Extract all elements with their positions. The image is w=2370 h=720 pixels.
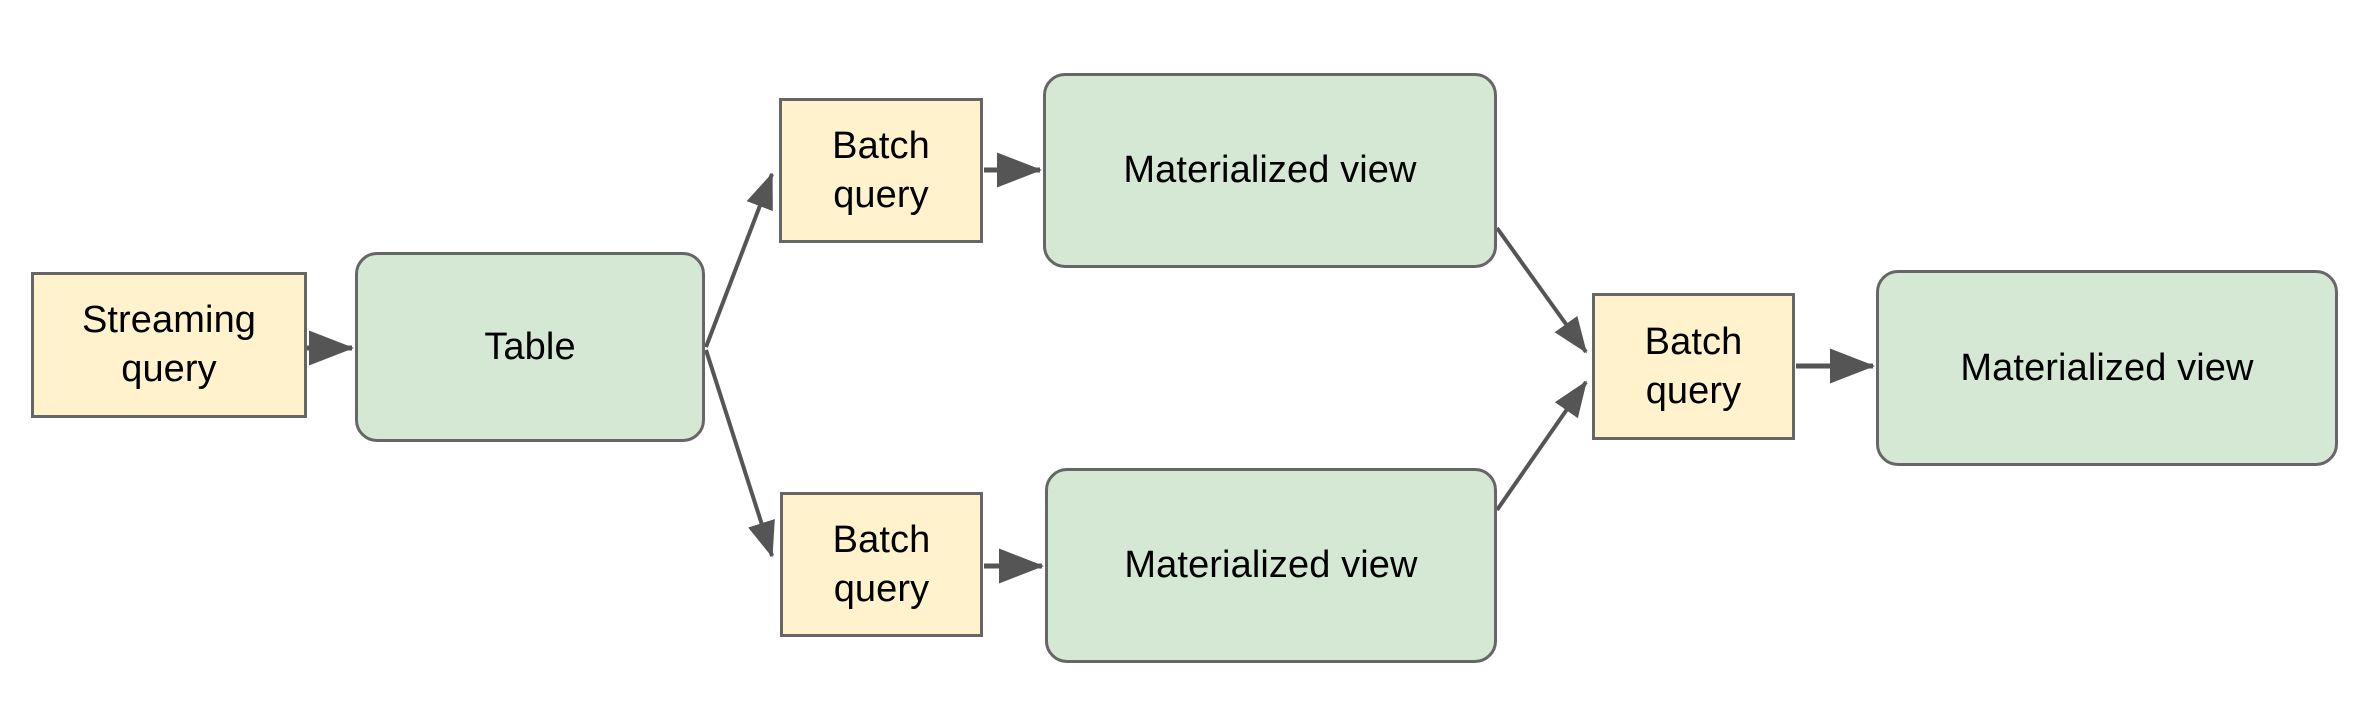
- node-materialized-view-top[interactable]: Materialized view: [1043, 73, 1497, 268]
- node-table[interactable]: Table: [355, 252, 705, 442]
- node-materialized-view-final-label: Materialized view: [1960, 346, 2254, 389]
- node-batch-query-top-label: Batch query: [832, 124, 930, 216]
- node-materialized-view-final[interactable]: Materialized view: [1876, 270, 2338, 466]
- node-batch-query-join[interactable]: Batch query: [1592, 293, 1795, 440]
- node-materialized-view-bottom-label: Materialized view: [1124, 544, 1418, 587]
- node-streaming-query[interactable]: Streaming query: [31, 272, 307, 418]
- edge-materialized-view-bottom-to-batch-query-join: [1495, 380, 1588, 512]
- node-batch-query-bottom-label: Batch query: [832, 518, 931, 610]
- node-materialized-view-bottom[interactable]: Materialized view: [1045, 468, 1497, 663]
- node-batch-query-join-label: Batch query: [1644, 320, 1743, 412]
- node-materialized-view-top-label: Materialized view: [1123, 149, 1417, 192]
- node-batch-query-bottom[interactable]: Batch query: [780, 492, 983, 637]
- node-streaming-query-label: Streaming query: [81, 299, 257, 390]
- node-table-label: Table: [484, 325, 576, 368]
- edge-table-to-batch-query-top: [704, 172, 774, 348]
- node-batch-query-top[interactable]: Batch query: [779, 98, 983, 243]
- edge-materialized-view-top-to-batch-query-join: [1495, 226, 1588, 354]
- edge-table-to-batch-query-bottom: [704, 349, 775, 558]
